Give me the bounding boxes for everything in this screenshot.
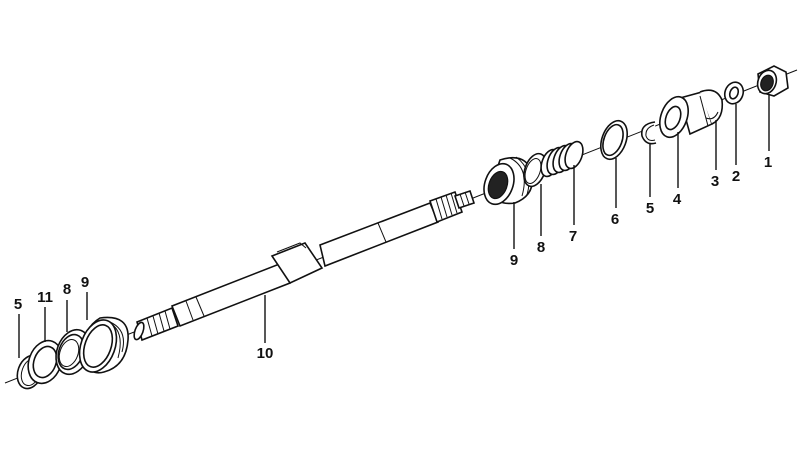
label-part-8-right: 8 — [537, 239, 545, 256]
part-labels: 1 2 3 4 5 6 7 8 9 10 9 8 11 5 — [14, 154, 772, 362]
label-part-3: 3 — [711, 173, 719, 190]
label-part-5-left: 5 — [14, 296, 22, 313]
label-part-7: 7 — [569, 228, 577, 245]
label-part-11: 11 — [37, 289, 53, 306]
label-part-4: 4 — [673, 191, 682, 208]
label-part-5-right: 5 — [646, 200, 654, 217]
part-7-spring — [540, 140, 584, 178]
label-part-9-right: 9 — [510, 252, 518, 269]
label-part-2: 2 — [732, 168, 740, 185]
label-part-9-left: 9 — [81, 274, 89, 291]
part-9-bearing-housing-left — [78, 316, 129, 374]
label-part-8-left: 8 — [63, 281, 71, 298]
part-9-bearing-housing-right — [483, 156, 534, 206]
part-6-ring — [600, 119, 628, 161]
part-4-bearing-sleeve — [659, 91, 713, 139]
label-part-1: 1 — [764, 154, 772, 171]
part-2-washer — [723, 81, 745, 105]
part-10-steering-shaft — [133, 189, 476, 343]
leader-lines — [18, 94, 770, 358]
part-5-circlip-right — [640, 121, 657, 145]
label-part-6: 6 — [611, 211, 619, 228]
label-part-10: 10 — [257, 345, 274, 362]
part-11-washer — [27, 339, 63, 385]
part-8-ring-right — [523, 152, 547, 188]
part-3-bushing-collar — [699, 89, 724, 125]
part-1-hex-nut — [756, 65, 789, 97]
